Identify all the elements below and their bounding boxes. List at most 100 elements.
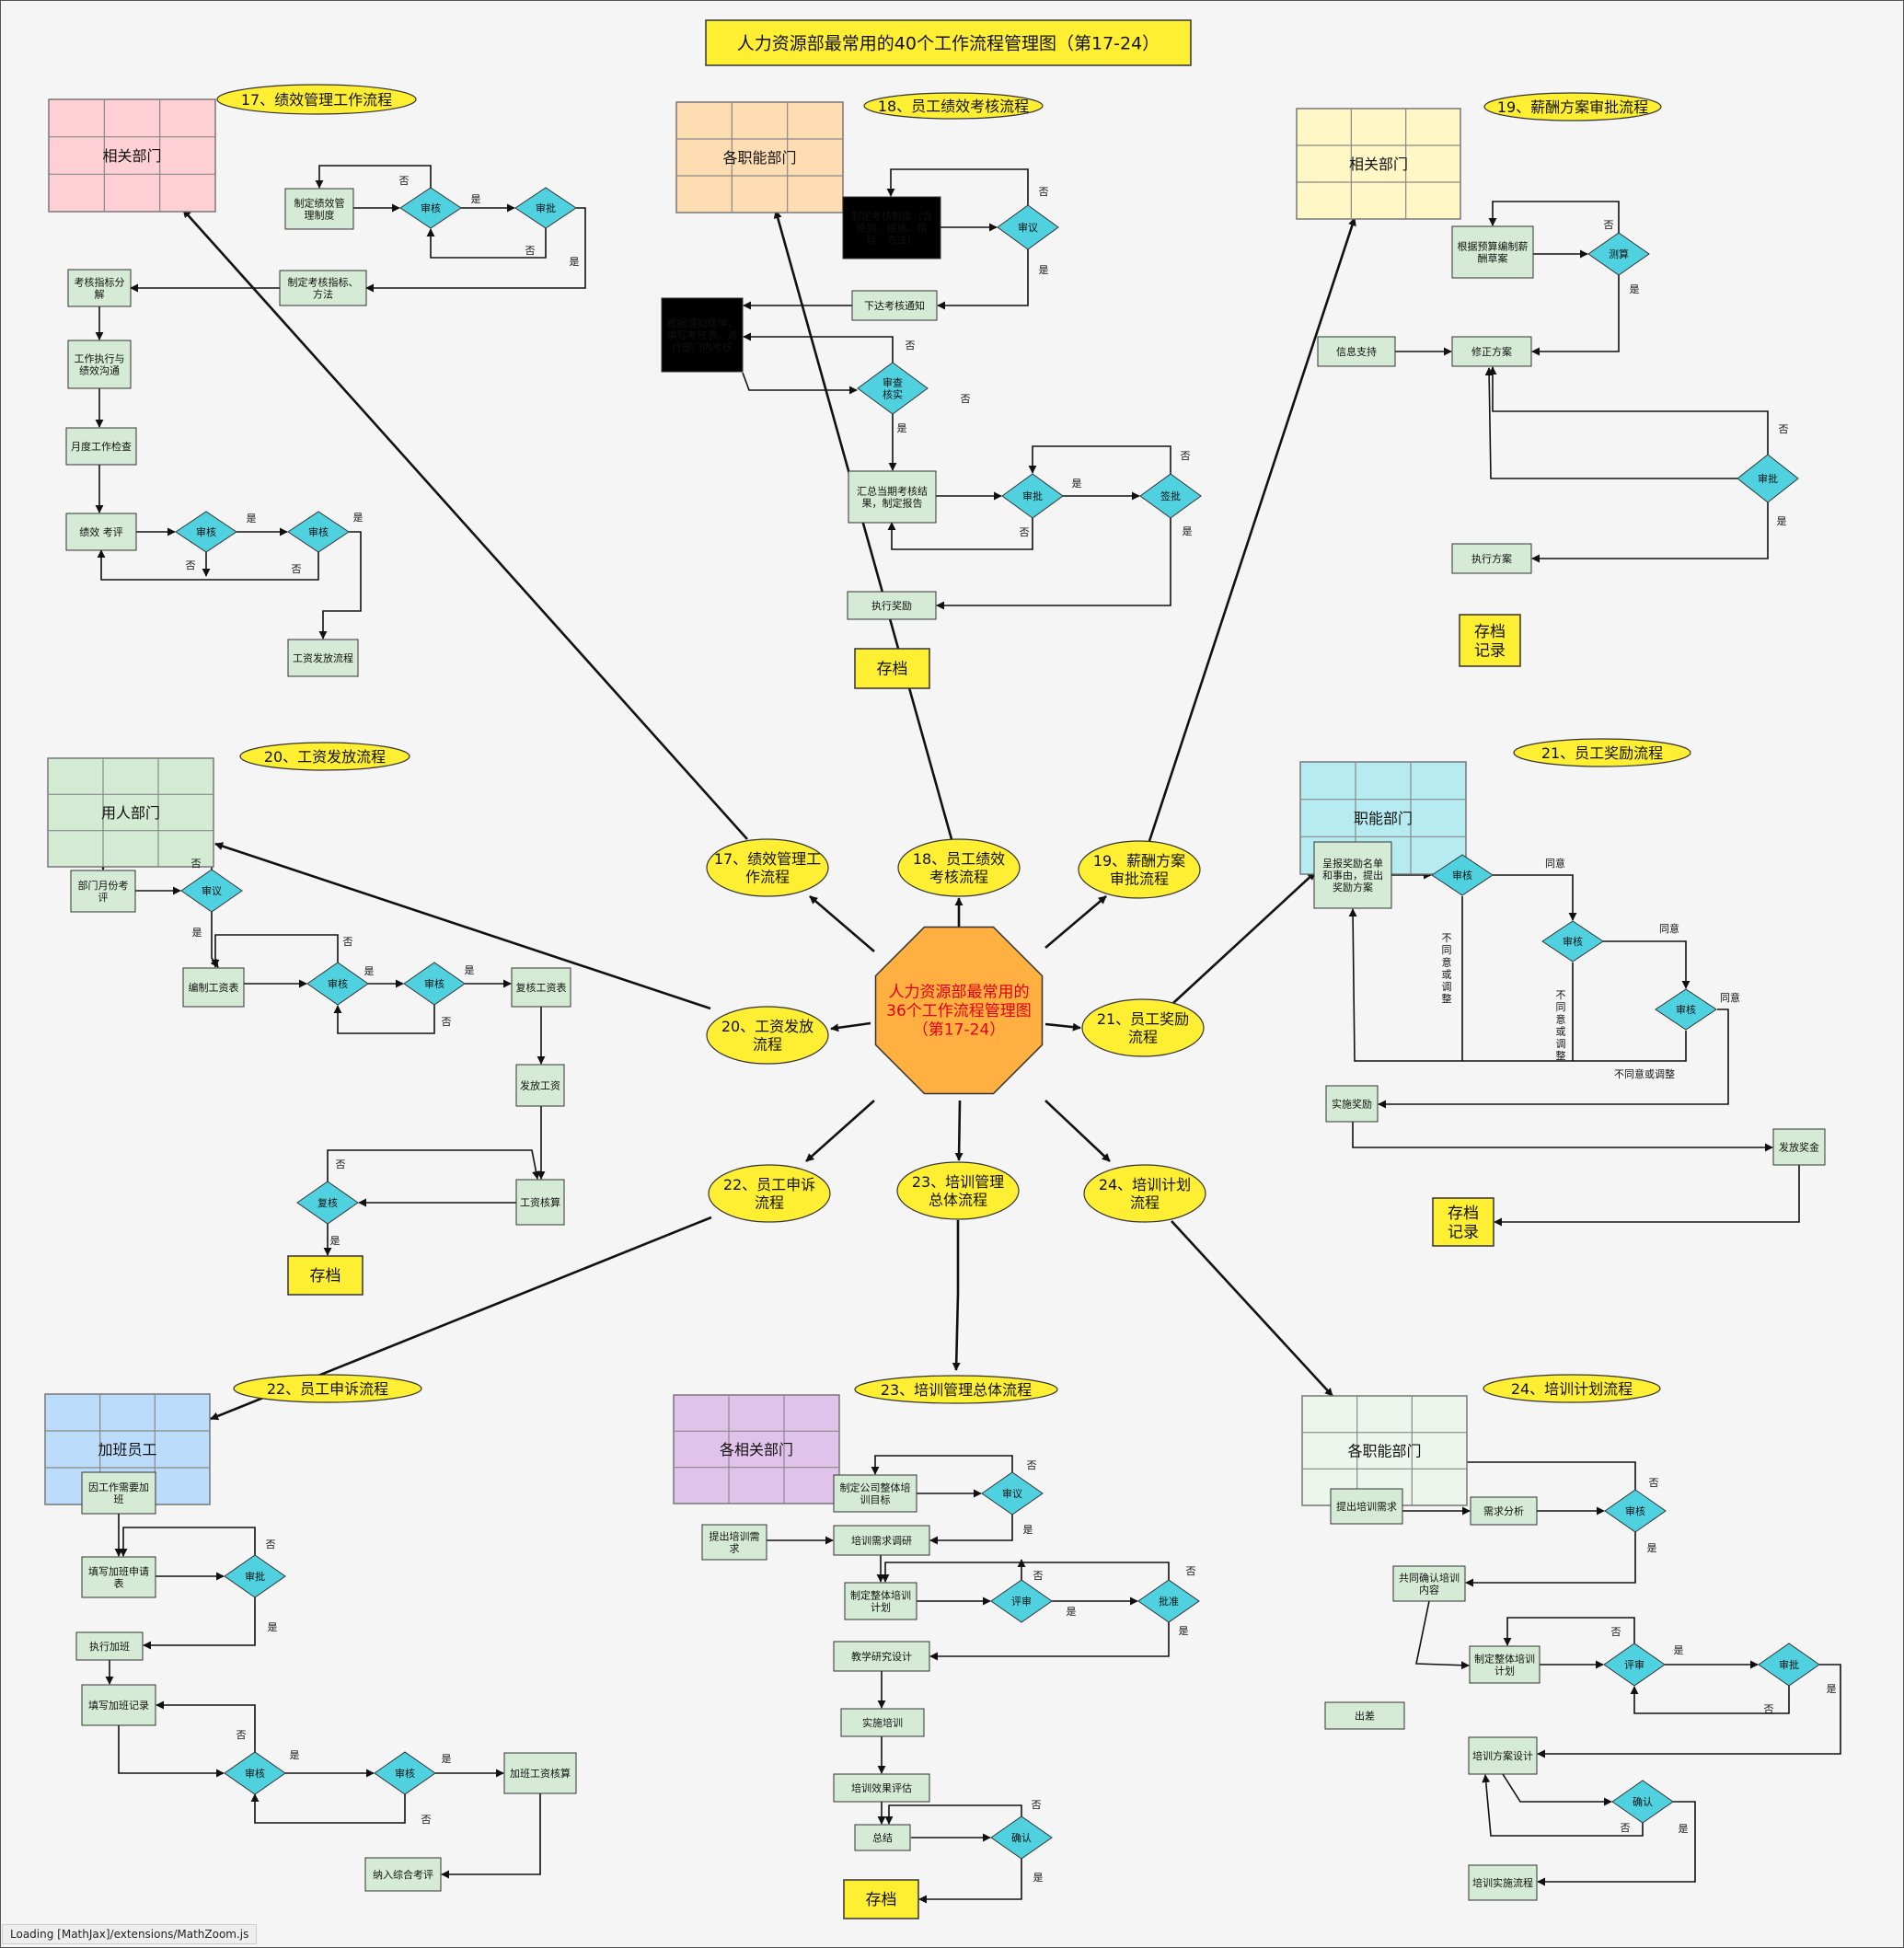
flow23-box-7-text: 培训效果评估	[851, 1781, 912, 1794]
flow19-box-4	[1451, 543, 1532, 574]
flow21-dept-label: 职能部门	[1354, 810, 1413, 827]
flow18-box-6	[854, 648, 930, 689]
edge-label: 是	[1827, 1683, 1837, 1695]
flow21-box-4	[1432, 1197, 1494, 1247]
flow20-dia-3-text: 审核	[424, 977, 444, 990]
flow17-box-6-text: 绩效 考评	[79, 525, 123, 538]
flow23-box-3	[833, 1525, 930, 1556]
flow20-dept-label: 用人部门	[101, 804, 160, 822]
connector	[1503, 1617, 1635, 1646]
flow21-dia-2-text: 审核	[1563, 935, 1583, 948]
flow17-box-7-text: 工资发放流程	[293, 651, 353, 664]
flow17-dia-3-text: 审核	[196, 525, 216, 538]
hub-20	[706, 1006, 829, 1065]
edge-label: 否	[961, 393, 971, 405]
edge-label: 是	[1033, 1872, 1044, 1884]
flow24-box-2-text: 需求分析	[1483, 1504, 1524, 1517]
connector	[1488, 366, 1769, 455]
flow23-box-2	[701, 1524, 767, 1561]
flow24-dia-3	[1758, 1643, 1820, 1687]
flow22-box-2-text: 填写加班申请表	[88, 1564, 149, 1589]
flow22-dia-3-text: 审核	[395, 1767, 415, 1780]
hub-24	[1083, 1164, 1206, 1223]
connector	[1502, 1773, 1612, 1806]
flow20-box-1-text: 部门月份考评	[78, 879, 129, 904]
flow24-dia-3-text: 审批	[1779, 1658, 1799, 1671]
flow17-box-3	[67, 269, 132, 307]
flow22-dia-1-text: 审批	[245, 1570, 265, 1583]
connector	[871, 1455, 1013, 1475]
flow23-box-2-text: 提出培训需求	[710, 1529, 760, 1554]
edge-label: 否	[1181, 450, 1191, 462]
edge-label: 否	[343, 936, 353, 948]
edge-label: 是	[465, 964, 475, 976]
flow17-tag	[216, 84, 417, 115]
edge-label: 否	[191, 858, 202, 870]
flow20-box-3-text: 复核工资表	[516, 981, 567, 994]
flow23-box-8	[854, 1824, 911, 1851]
hub-23	[896, 1161, 1020, 1220]
edge-label: 是	[442, 1753, 452, 1765]
flow21-dia-3-text: 审核	[1676, 1003, 1696, 1016]
connector	[886, 168, 1029, 205]
connector	[881, 1562, 1170, 1583]
flow18-dept	[675, 101, 844, 213]
connector	[918, 1859, 1022, 1904]
flow22-dia-2	[224, 1751, 286, 1795]
center-octagon	[874, 926, 1044, 1095]
flow21-box-2	[1325, 1085, 1379, 1123]
flow19-box-3	[1451, 336, 1532, 367]
connector	[1537, 1801, 1696, 1886]
flow20-dia-2-text: 审核	[328, 977, 348, 990]
flow17-box-2-text: 制定考核指标、方法	[288, 275, 359, 300]
edge-label: 是	[290, 1749, 300, 1761]
edge-label: 是	[897, 422, 907, 434]
flow21-box-1-text: 呈报奖励名单和事由，提出奖励方案	[1322, 857, 1383, 893]
edge-label: 否	[399, 175, 410, 187]
connector	[1537, 1664, 1841, 1758]
flow17-box-7	[287, 639, 359, 677]
flow23-box-7	[833, 1773, 930, 1803]
flow20-box-3	[511, 967, 571, 1008]
flow18-box-6-text: 存档	[877, 661, 908, 679]
edge-label: 是	[192, 927, 202, 939]
flow19-dia-2-text: 审批	[1758, 472, 1778, 485]
flow21-box-3-text: 发放奖金	[1779, 1140, 1819, 1153]
edge-label: 否	[1033, 1570, 1044, 1582]
edge-label: 是	[1072, 478, 1082, 490]
edge-label: 否	[1032, 1799, 1042, 1811]
connector	[333, 1005, 435, 1034]
connector	[119, 1527, 256, 1557]
page-title	[705, 19, 1192, 66]
flow18-box-3	[661, 297, 744, 373]
connector	[1028, 445, 1171, 474]
to-dept-18	[773, 210, 953, 840]
flow20-box-6-text: 存档	[310, 1267, 341, 1285]
connector	[936, 518, 1171, 610]
flow18-dia-2-text: 审查核实	[883, 375, 903, 400]
connector	[1462, 1031, 1687, 1062]
flow19-box-4-text: 执行方案	[1471, 552, 1512, 565]
hub-18	[897, 838, 1021, 897]
edge-label: 是	[1674, 1644, 1684, 1656]
connector	[929, 1515, 1013, 1545]
to-dept-23	[952, 1220, 961, 1371]
edge-label: 是	[1679, 1823, 1689, 1835]
flow23-box-6	[840, 1708, 925, 1737]
connector	[1484, 367, 1737, 479]
edge-label: 否	[1779, 423, 1789, 435]
flow18-box-4-text: 汇总当期考核结果，制定报告	[857, 484, 928, 509]
flow20-box-1	[70, 870, 136, 913]
flow23-box-1	[833, 1474, 917, 1513]
flow20-dia-3	[403, 962, 466, 1006]
connector	[1482, 1774, 1644, 1837]
edge-label: 是	[1630, 283, 1640, 295]
flow23-box-8-text: 总结	[872, 1831, 893, 1844]
connector	[315, 165, 432, 189]
flow18-dia-1-text: 审议	[1018, 221, 1038, 234]
hub-19-text: 19、薪酬方案审批流程	[1093, 852, 1185, 887]
flow20-dia-2	[306, 962, 369, 1006]
flow17-dept	[48, 98, 216, 213]
edge-label: 是	[247, 513, 257, 524]
